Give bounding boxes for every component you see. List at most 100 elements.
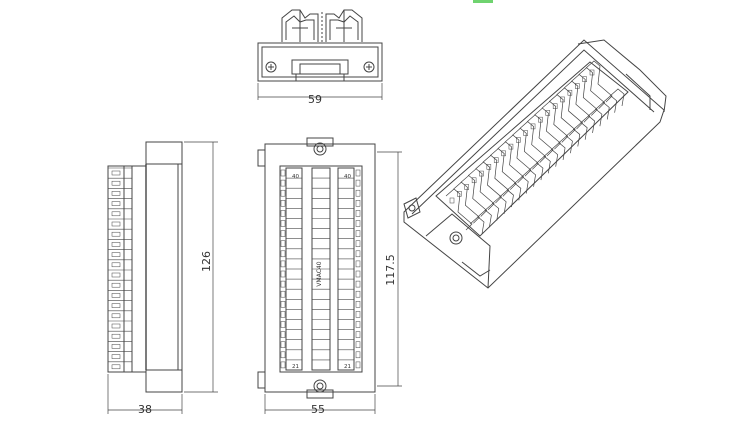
iso-end-cap	[425, 213, 491, 289]
iso-terminal	[534, 107, 561, 150]
iso-terminal-screw	[501, 150, 506, 157]
iso-terminal-lower	[602, 95, 618, 113]
dim-top-width: 59	[308, 93, 322, 106]
iso-terminal-lower	[595, 102, 610, 120]
iso-mount-hole	[449, 231, 463, 245]
iso-terminal-lower	[565, 128, 581, 147]
front-wire-entry	[355, 250, 361, 258]
front-wire-entry	[280, 311, 286, 318]
front-wire-entry	[355, 331, 361, 338]
iso-terminal-screw	[538, 116, 543, 123]
iso-terminal-lower	[506, 182, 522, 201]
accent-mark	[473, 0, 493, 3]
front-wire-entry	[355, 321, 361, 328]
side-terminal-slot	[111, 364, 121, 370]
iso-terminal	[556, 87, 584, 130]
front-wire-entry	[355, 270, 361, 278]
side-terminal-slot	[111, 333, 121, 339]
iso-terminal-lower	[536, 155, 551, 174]
front-wire-entry	[355, 210, 361, 217]
iso-terminal	[445, 188, 473, 231]
iso-terminal-lower	[572, 122, 588, 140]
top-base-plate	[257, 42, 383, 82]
iso-terminal-lower	[521, 169, 536, 187]
front-wire-entry	[355, 200, 361, 207]
side-terminal-slot	[111, 262, 121, 268]
iso-terminal-screw	[545, 110, 551, 116]
iso-terminal-screw	[479, 170, 484, 177]
front-wire-entry	[280, 200, 286, 207]
side-terminal-slot	[111, 231, 121, 237]
iso-base	[403, 39, 665, 289]
iso-terminal-screw	[530, 123, 536, 130]
front-wire-entry	[355, 220, 361, 227]
side-terminal-slot	[111, 293, 121, 298]
front-wire-entry	[355, 280, 361, 288]
side-terminal-slot	[111, 201, 121, 206]
dim-side-width: 38	[138, 403, 152, 416]
front-wire-entry	[355, 240, 361, 247]
iso-terminal-lower	[491, 196, 507, 214]
front-wire-entry	[355, 361, 361, 369]
front-wire-entry	[280, 270, 286, 278]
iso-terminal	[489, 148, 517, 190]
iso-terminal-lower	[609, 88, 625, 107]
front-wire-entry	[280, 301, 286, 308]
side-terminal-slot	[111, 344, 121, 349]
iso-terminal-screw	[449, 197, 455, 204]
iso-terminal-screw	[589, 69, 595, 76]
iso-terminal-screw	[493, 157, 499, 163]
front-wire-entry	[355, 230, 361, 237]
front-wire-entry	[280, 250, 286, 258]
iso-terminal	[563, 80, 591, 123]
iso-terminal-screw	[523, 130, 528, 136]
iso-terminal	[512, 127, 539, 170]
iso-terminal	[467, 168, 495, 211]
iso-terminal-lower	[550, 142, 566, 160]
iso-terminal	[548, 94, 576, 136]
iso-terminal	[460, 175, 488, 217]
front-wire-entry	[280, 331, 286, 338]
left-column-top-number: 40	[292, 174, 299, 180]
top-right-clamp	[325, 9, 363, 42]
side-terminal-slot	[111, 211, 121, 217]
side-housing	[145, 141, 183, 393]
iso-terminal	[519, 121, 547, 163]
iso-terminal-screw	[552, 103, 558, 109]
top-view	[257, 9, 383, 100]
front-mount-hole-bottom	[313, 379, 327, 393]
iso-terminal-screw	[516, 137, 521, 143]
front-mount-hole-top	[313, 142, 327, 156]
iso-terminal-lower	[484, 203, 500, 221]
side-terminal-slot	[111, 282, 121, 288]
top-screw-right	[363, 61, 375, 73]
side-terminal-slot	[111, 323, 121, 329]
front-wire-entry	[355, 290, 361, 298]
side-terminal-slot	[111, 252, 121, 257]
front-wire-entry	[280, 179, 286, 187]
iso-terminal-lower	[558, 135, 573, 154]
side-terminal-slot	[111, 180, 121, 186]
right-column-bottom-number: 21	[344, 364, 351, 370]
iso-terminal-screw	[567, 89, 573, 96]
iso-terminal-lower	[477, 209, 492, 228]
iso-terminal-lower	[513, 176, 529, 194]
iso-terminal	[482, 154, 510, 197]
iso-terminal	[475, 161, 502, 204]
dim-front-height: 117.5	[384, 254, 397, 286]
side-terminal-slot	[111, 191, 121, 196]
front-wire-entry	[355, 260, 361, 268]
iso-terminal	[526, 114, 554, 157]
iso-terminal-lower	[580, 115, 595, 134]
front-wire-entry	[355, 341, 361, 348]
front-wire-entry	[280, 220, 286, 227]
front-wire-entry	[355, 179, 361, 187]
front-wire-entry	[280, 230, 286, 237]
iso-terminal-screw	[486, 164, 492, 170]
front-center-label: VMAC40	[316, 261, 323, 286]
iso-terminal	[585, 60, 613, 103]
front-wire-entry	[280, 351, 286, 359]
iso-terminal	[541, 100, 569, 143]
